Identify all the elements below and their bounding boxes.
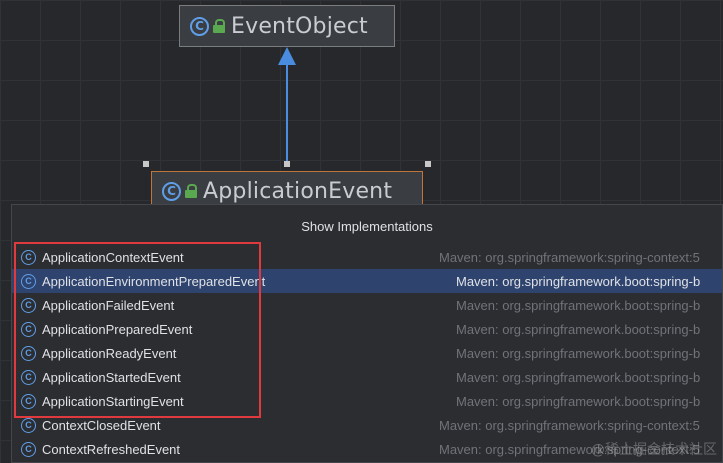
implementation-name: ApplicationReadyEvent — [42, 345, 177, 361]
inheritance-arrowhead — [278, 47, 296, 65]
implementation-name: ContextRefreshedEvent — [42, 441, 181, 457]
class-c-icon: C — [21, 441, 36, 457]
popup-title: Show Implementations — [301, 219, 433, 234]
class-c-icon: C — [21, 321, 36, 337]
class-c-icon: C — [21, 273, 36, 289]
implementation-source: Maven: org.springframework.boot:spring-b — [456, 297, 701, 313]
implementation-source: Maven: org.springframework:spring-contex… — [439, 249, 700, 265]
selection-handle[interactable] — [284, 161, 290, 167]
list-item[interactable]: C ApplicationStartingEvent Maven: org.sp… — [12, 389, 722, 413]
list-item[interactable]: C ApplicationContextEvent Maven: org.spr… — [12, 245, 722, 269]
implementation-name: ApplicationContextEvent — [42, 249, 184, 265]
implementation-source: Maven: org.springframework.boot:spring-b — [456, 273, 701, 289]
class-c-icon: C — [21, 393, 36, 409]
implementation-name: ApplicationFailedEvent — [42, 297, 175, 313]
implementation-name: ApplicationStartedEvent — [42, 369, 181, 385]
implementation-name: ApplicationEnvironmentPreparedEvent — [42, 273, 266, 289]
class-c-icon: C — [162, 181, 181, 201]
class-c-icon: C — [21, 369, 36, 385]
implementation-name: ContextClosedEvent — [42, 417, 161, 433]
list-item[interactable]: C ApplicationStartedEvent Maven: org.spr… — [12, 365, 722, 389]
list-item-selected[interactable]: C ApplicationEnvironmentPreparedEvent Ma… — [12, 269, 722, 293]
list-item[interactable]: C ApplicationPreparedEvent Maven: org.sp… — [12, 317, 722, 341]
class-c-icon: C — [21, 345, 36, 361]
class-c-icon: C — [190, 16, 209, 36]
show-implementations-popup: Show Implementations C ApplicationContex… — [11, 204, 723, 463]
class-c-icon: C — [21, 417, 36, 433]
public-lock-icon — [185, 184, 197, 198]
class-node-title: ApplicationEvent — [203, 178, 393, 204]
class-node-title: EventObject — [231, 13, 368, 39]
class-node-eventobject[interactable]: C EventObject — [179, 5, 395, 47]
implementation-name: ApplicationPreparedEvent — [42, 321, 193, 337]
inheritance-connector — [286, 63, 288, 165]
implementations-list: C ApplicationContextEvent Maven: org.spr… — [12, 245, 722, 461]
public-lock-icon — [213, 19, 225, 33]
list-item[interactable]: C ApplicationReadyEvent Maven: org.sprin… — [12, 341, 722, 365]
class-c-icon: C — [21, 249, 36, 265]
implementation-source: Maven: org.springframework:spring-contex… — [439, 417, 700, 433]
class-c-icon: C — [21, 297, 36, 313]
list-item[interactable]: C ContextClosedEvent Maven: org.springfr… — [12, 413, 722, 437]
implementation-source: Maven: org.springframework.boot:spring-b — [456, 345, 701, 361]
implementation-source: Maven: org.springframework.boot:spring-b — [456, 393, 701, 409]
implementation-source: Maven: org.springframework:spring-contex… — [439, 441, 700, 457]
red-highlight-box — [14, 242, 261, 418]
implementation-source: Maven: org.springframework.boot:spring-b — [456, 321, 701, 337]
implementation-source: Maven: org.springframework.boot:spring-b — [456, 369, 701, 385]
selection-handle[interactable] — [143, 161, 149, 167]
implementation-name: ApplicationStartingEvent — [42, 393, 184, 409]
selection-handle[interactable] — [425, 161, 431, 167]
list-item[interactable]: C ContextRefreshedEvent Maven: org.sprin… — [12, 437, 722, 461]
watermark-text: @稀土掘金技术社区 — [591, 442, 717, 458]
list-item[interactable]: C ApplicationFailedEvent Maven: org.spri… — [12, 293, 722, 317]
